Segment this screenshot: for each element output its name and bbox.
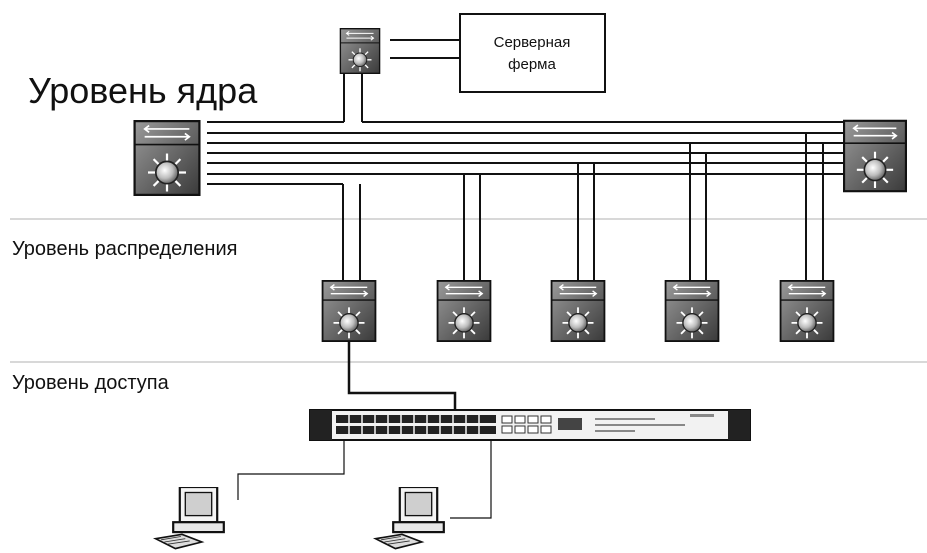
server-farm-label-line1: Серверная <box>494 34 571 51</box>
distribution-switch-3 <box>550 280 606 342</box>
access-layer-label: Уровень доступа <box>12 372 169 394</box>
pc-cables <box>237 440 492 519</box>
core-switch-right <box>843 119 907 193</box>
distribution-switch-2 <box>436 280 492 342</box>
distribution-uplinks <box>342 133 824 283</box>
core-switch-left <box>133 120 201 196</box>
distribution-switch-4 <box>664 280 720 342</box>
access-uplink <box>347 342 457 413</box>
distribution-switch-5 <box>779 280 835 342</box>
distribution-switch-1 <box>321 280 377 342</box>
server-farm-switch <box>339 28 381 74</box>
server-farm-label-line2: ферма <box>508 56 556 73</box>
distribution-layer-label: Уровень распределения <box>12 238 238 260</box>
server-farm-box: Серверная ферма <box>459 13 606 93</box>
server-farm-links <box>390 39 460 59</box>
pc-icon-1 <box>154 487 226 550</box>
core-layer-label: Уровень ядра <box>28 70 258 111</box>
server-switch-uplinks <box>207 74 843 123</box>
pc-icon-2 <box>374 487 445 550</box>
core-interconnect-bus <box>207 132 843 185</box>
access-switch <box>309 409 751 441</box>
